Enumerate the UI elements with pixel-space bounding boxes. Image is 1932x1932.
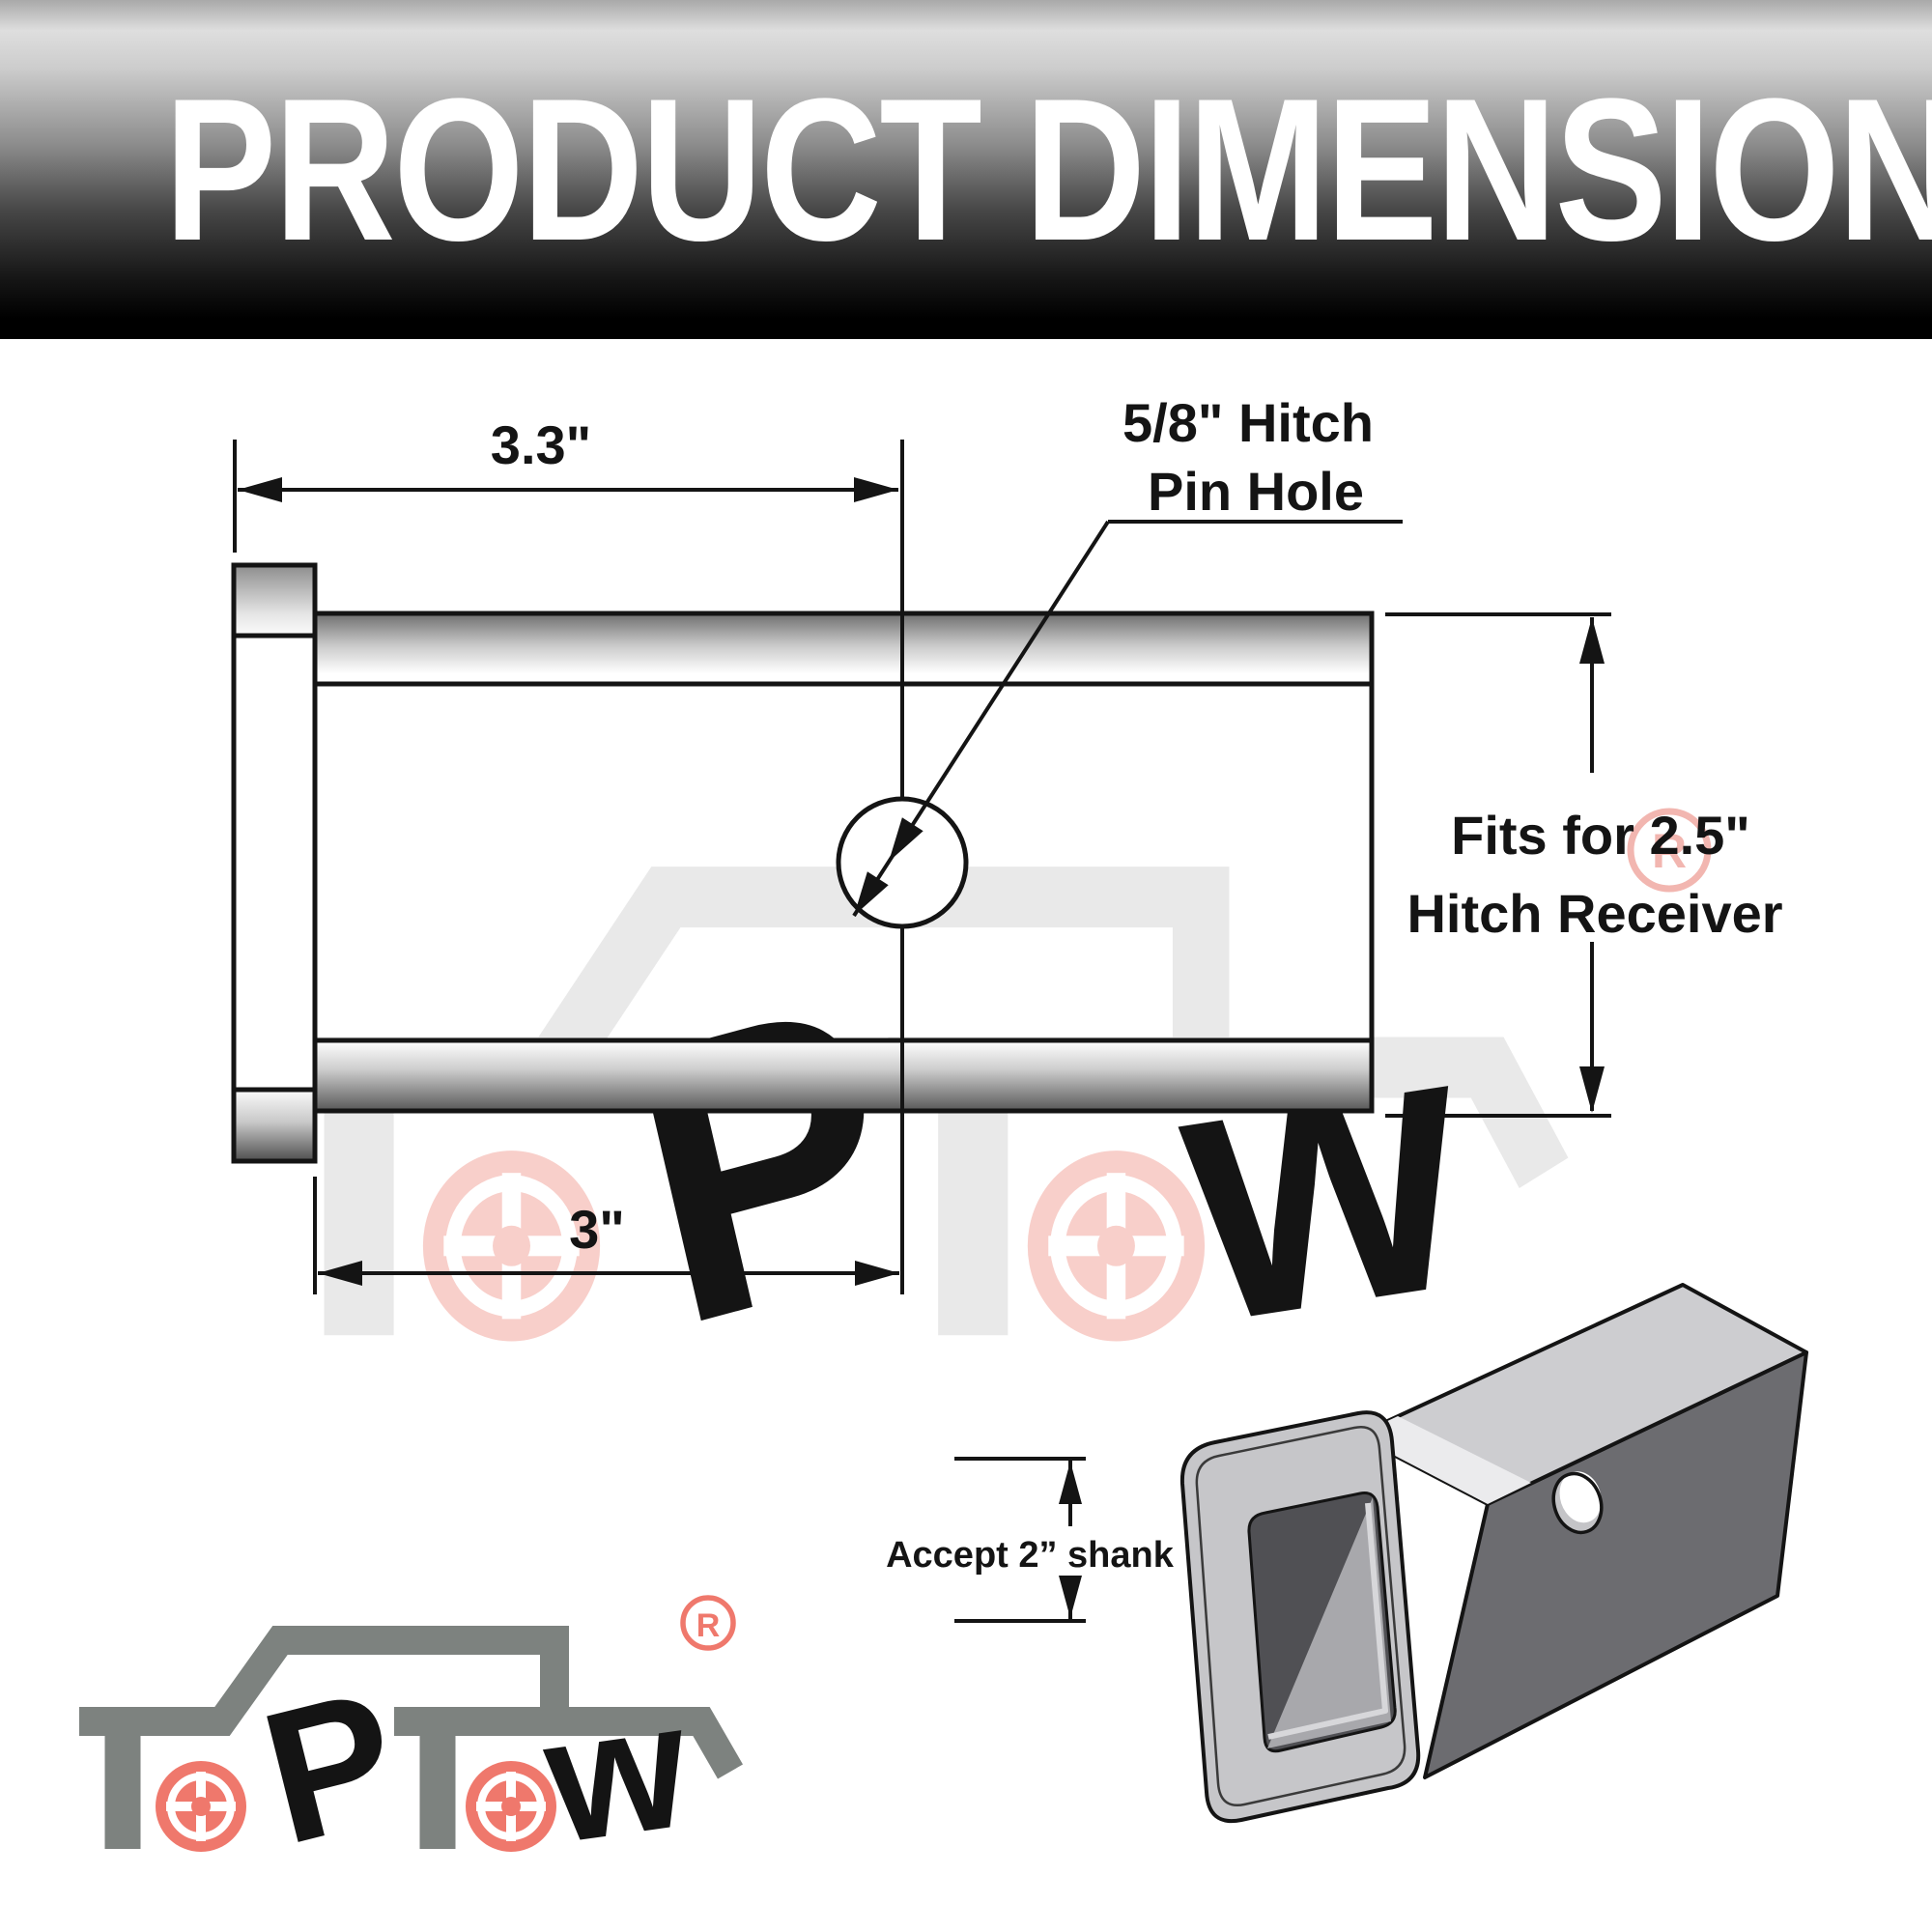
watermark-logo — [274, 897, 1544, 1409]
dimension-hole-offset-label: 3" — [569, 1199, 625, 1260]
flange — [231, 562, 318, 1164]
receiver-fit-label-line1: Fits for 2.5" — [1451, 805, 1750, 866]
dimension-receiver-height — [1385, 612, 1611, 1118]
footer-logo — [79, 1640, 730, 1885]
adapter-inner-lip — [1267, 1502, 1388, 1740]
dimension-hole-offset — [313, 1177, 899, 1294]
dimension-top-length-label: 3.3" — [491, 414, 591, 475]
shank-label: Accept 2” shank — [886, 1535, 1175, 1576]
receiver-fit-label-line2: Hitch Receiver — [1406, 883, 1782, 944]
adapter-top-face — [1354, 1283, 1808, 1506]
dimension-shank — [954, 1457, 1086, 1623]
pin-hole-leader — [852, 520, 1403, 918]
page-title: PRODUCT DIMENSION — [164, 56, 1932, 283]
registered-letter: R — [1652, 824, 1687, 878]
pin-hole-label-line2: Pin Hole — [1148, 461, 1364, 522]
tube-top-wall — [312, 611, 1375, 687]
dimension-top-length — [233, 440, 898, 553]
tube-bottom-wall — [312, 1037, 1375, 1114]
registered-trademark-icon: R — [680, 1595, 736, 1651]
side-view-drawing: 3.3" 3" Fits for 2.5" Hitch Receiver 5 — [231, 392, 1783, 1294]
adapter-pin-hole — [1551, 1471, 1604, 1535]
registered-letter: R — [696, 1607, 721, 1644]
registered-trademark-icon: R — [1627, 808, 1712, 893]
adapter-top-highlight — [1356, 1416, 1531, 1504]
banner: PRODUCT DIMENSION — [0, 0, 1932, 339]
adapter-flange-rim — [1195, 1426, 1406, 1806]
adapter-opening-floor — [1267, 1497, 1391, 1748]
pin-hole-label-line1: 5/8" Hitch — [1122, 392, 1374, 453]
receiver-adapter-3d — [1179, 1283, 1808, 1824]
